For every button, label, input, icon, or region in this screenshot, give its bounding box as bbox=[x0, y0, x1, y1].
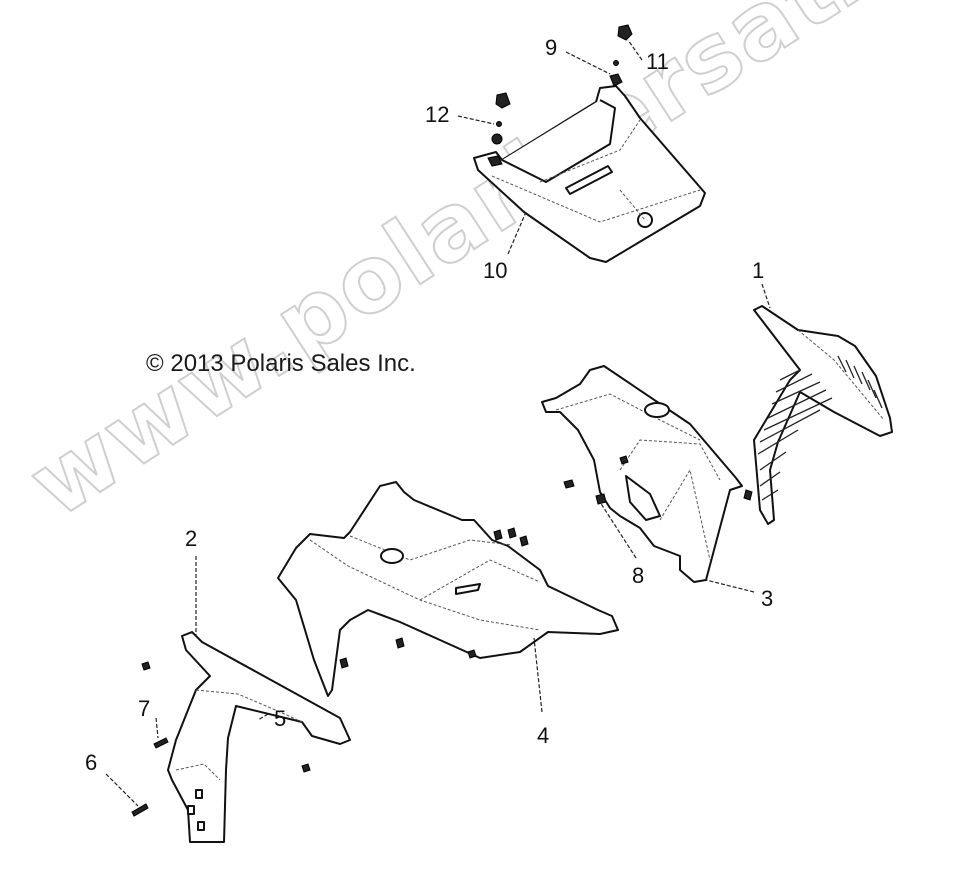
callout-6: 6 bbox=[85, 750, 98, 775]
part-2-left-bracket bbox=[167, 631, 351, 843]
callout-1: 1 bbox=[752, 258, 765, 283]
callout-5: 5 bbox=[274, 706, 287, 731]
copyright-notice: © 2013 Polaris Sales Inc. bbox=[146, 350, 416, 377]
callout-10: 10 bbox=[483, 258, 508, 283]
callout-11: 11 bbox=[646, 49, 669, 74]
leader-lines bbox=[105, 39, 771, 807]
callout-8: 8 bbox=[632, 563, 645, 588]
part-3-center-panel bbox=[541, 365, 743, 583]
fasteners-dash bbox=[339, 527, 529, 669]
callout-7: 7 bbox=[138, 696, 151, 721]
fasteners-center bbox=[563, 455, 753, 505]
part-10-upper-cover bbox=[473, 85, 706, 263]
part-1-side-panel bbox=[753, 305, 893, 525]
fasteners-left bbox=[131, 661, 311, 817]
callout-3: 3 bbox=[761, 586, 774, 611]
callout-12: 12 bbox=[425, 102, 450, 127]
callout-4: 4 bbox=[537, 723, 550, 748]
part-4-lower-dash bbox=[277, 481, 619, 697]
fasteners-top bbox=[487, 24, 633, 167]
callout-2: 2 bbox=[185, 526, 198, 551]
callout-9: 9 bbox=[545, 35, 558, 60]
